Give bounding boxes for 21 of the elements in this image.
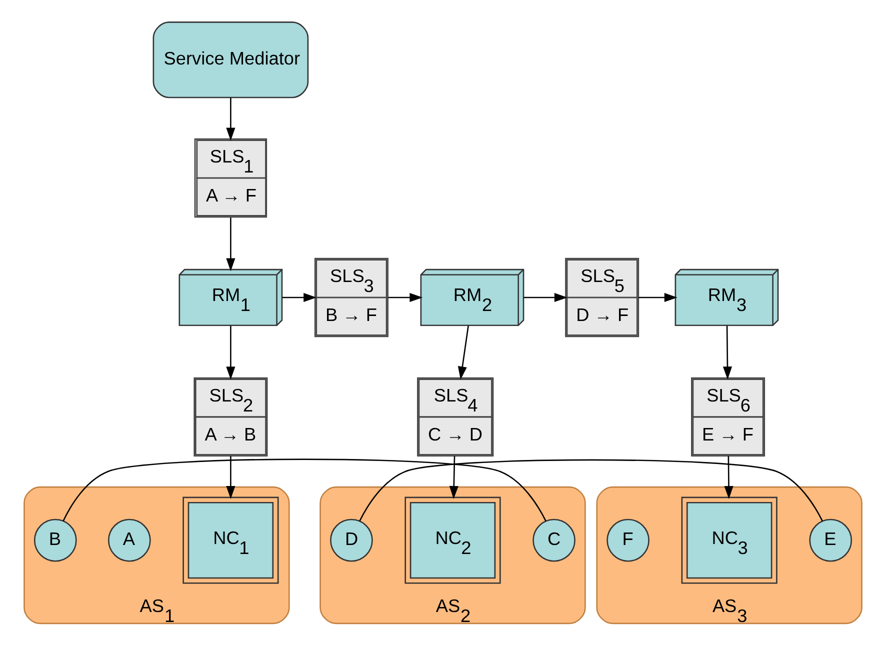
connector [359,458,823,521]
arrow [282,292,317,302]
arrow [638,292,678,302]
arrow [388,292,423,302]
arrow [722,325,732,380]
arrow [449,456,458,499]
node-circle: D [330,518,373,562]
node-box: Service Mediator [152,21,309,98]
node-circle: E [809,518,852,562]
arrow [524,292,568,302]
node-circle: C [532,518,576,562]
arrow [226,217,236,271]
arrow [226,456,236,499]
connector [62,458,546,521]
node-circle: A [108,518,151,562]
node-circle: B [34,518,77,562]
arrow [724,456,734,499]
arrow [226,97,236,140]
node-circle: F [606,518,650,562]
arrow [458,325,469,380]
arrow [226,325,236,380]
